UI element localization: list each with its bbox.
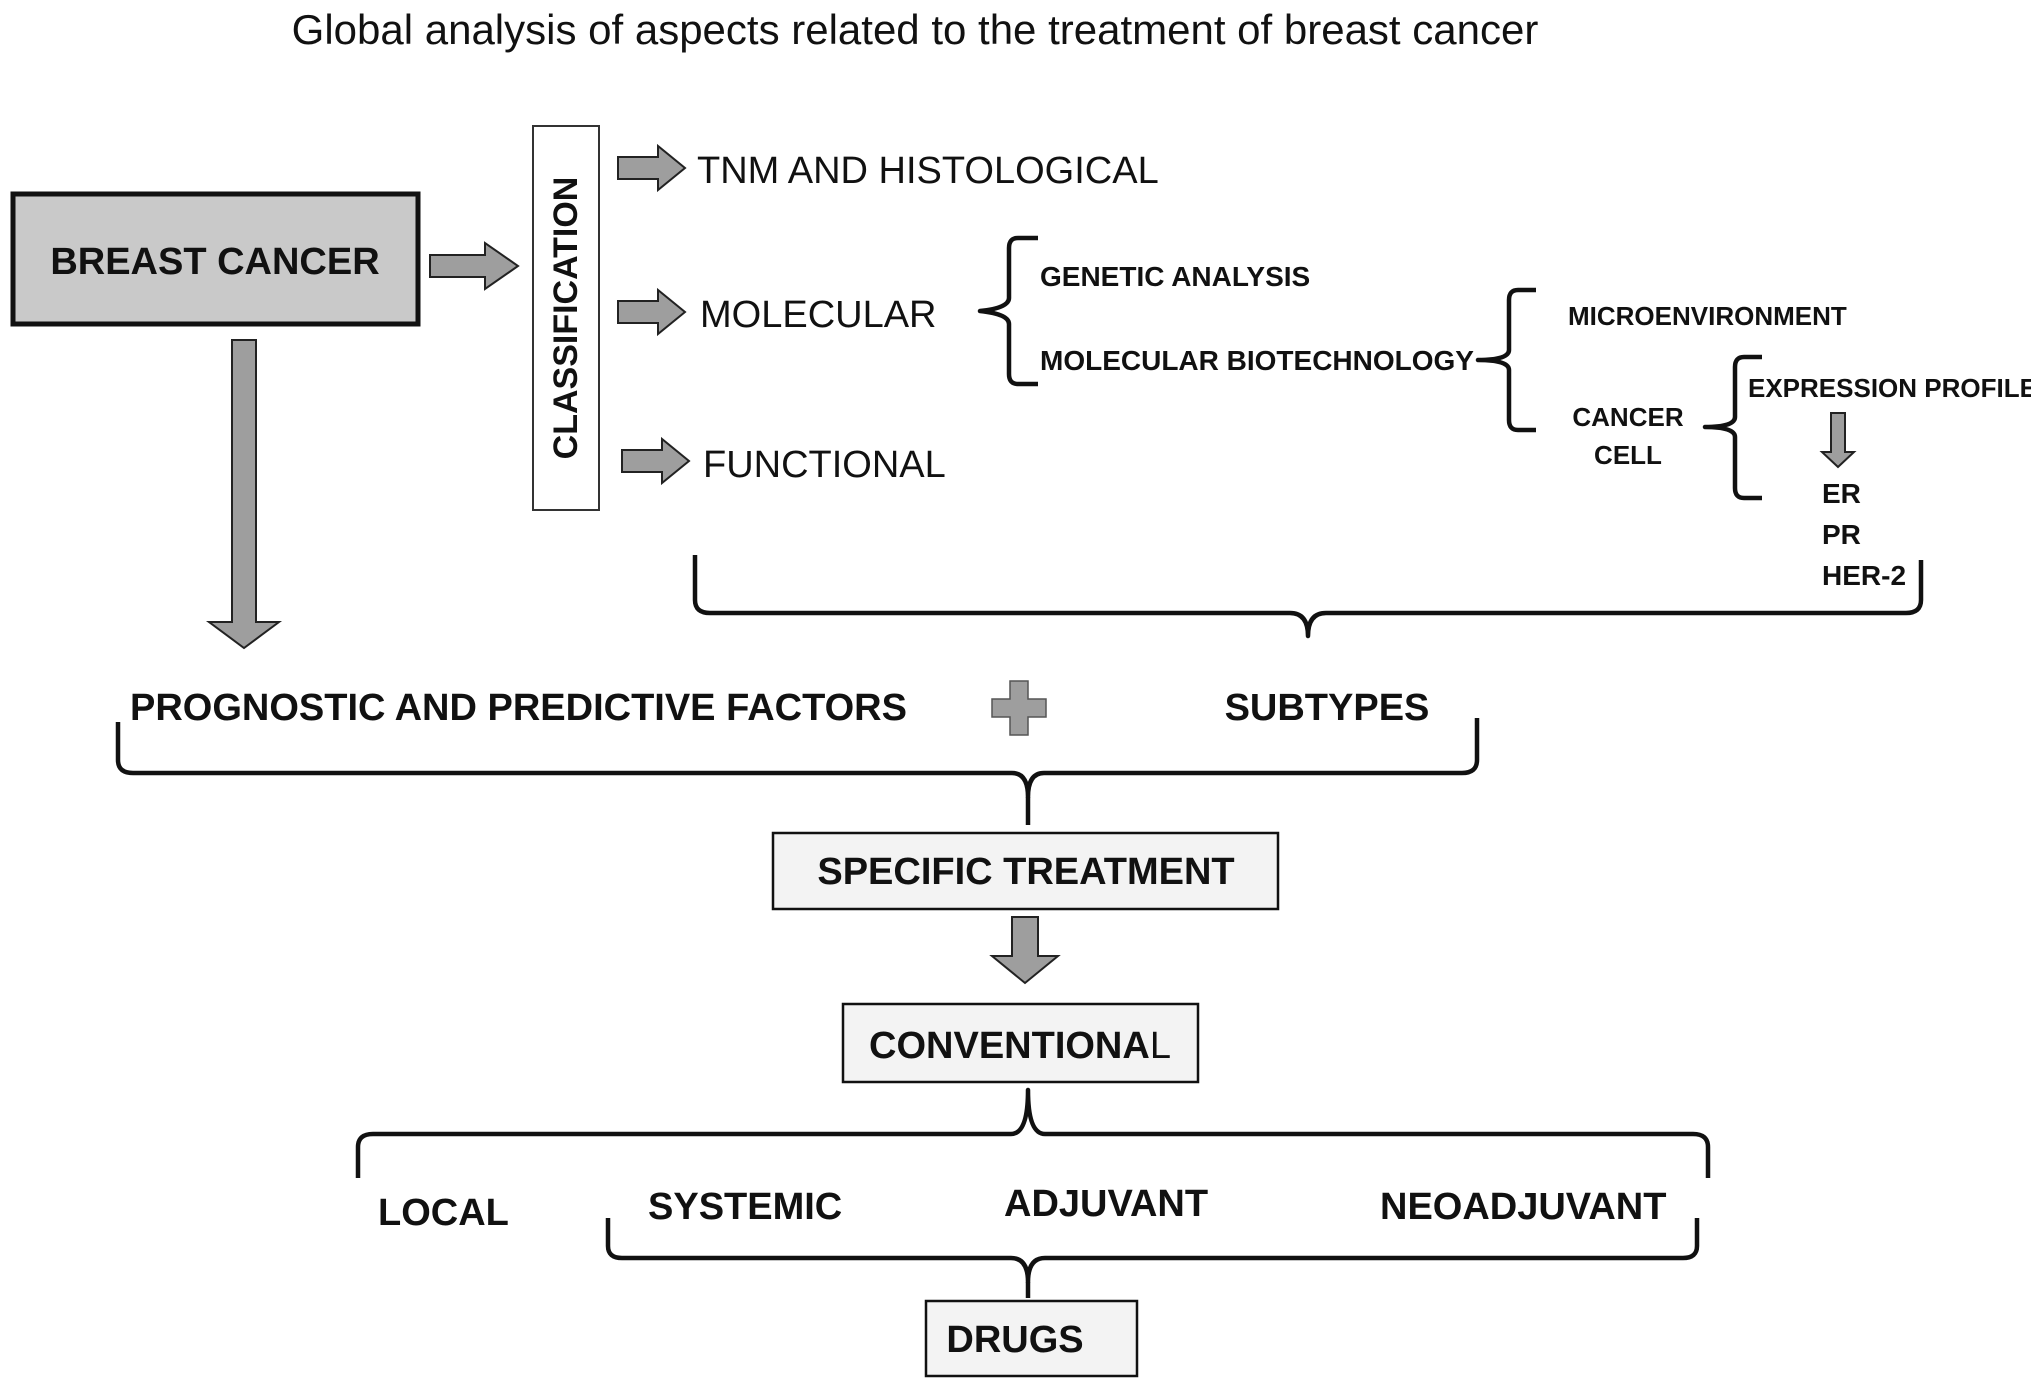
expression-profile-label: EXPRESSION PROFILE (1748, 373, 2031, 403)
classification-box (532, 125, 600, 511)
cell-label: CELL (1594, 440, 1662, 470)
cancer-cell-brace (1702, 354, 1762, 501)
cancer-label: CANCER (1572, 402, 1683, 432)
arrow-to-receptors (1819, 412, 1857, 469)
breast-cancer-label: BREAST CANCER (50, 241, 379, 283)
conventional-tail-text: L (1150, 1025, 1171, 1067)
arrow-to-conventional (989, 916, 1061, 985)
arrow-to-tnm (617, 143, 687, 193)
conventional-brace (355, 1087, 1711, 1178)
functional-label: FUNCTIONAL (703, 444, 946, 486)
subtypes-label: SUBTYPES (1225, 687, 1430, 729)
classification-brace (692, 555, 1924, 639)
conventional-label: CONVENTIONAL (869, 1025, 1171, 1067)
tnm-label: TNM AND HISTOLOGICAL (697, 150, 1159, 192)
arrow-to-classification (429, 241, 520, 291)
neoadjuvant-label: NEOADJUVANT (1380, 1186, 1666, 1228)
plus-icon (991, 680, 1047, 736)
prognostic-label: PROGNOSTIC AND PREDICTIVE FACTORS (130, 687, 907, 729)
molecular-brace (977, 235, 1038, 387)
merge-brace (115, 718, 1480, 800)
microenvironment-label: MICROENVIRONMENT (1568, 301, 1847, 331)
specific-treatment-box (771, 831, 1280, 911)
conventional-box (841, 1002, 1200, 1084)
arrow-to-molecular (617, 287, 687, 337)
classification-label: CLASSIFICATION (547, 177, 585, 460)
biotech-brace (1475, 287, 1536, 433)
her2-label: HER-2 (1822, 560, 1906, 591)
adjuvant-label: ADJUVANT (1004, 1183, 1208, 1225)
systemic-label: SYSTEMIC (648, 1186, 842, 1228)
molecular-label: MOLECULAR (700, 294, 937, 336)
breast-cancer-box (10, 191, 421, 327)
genetic-analysis-label: GENETIC ANALYSIS (1040, 261, 1310, 292)
local-label: LOCAL (378, 1192, 509, 1234)
specific-treatment-label: SPECIFIC TREATMENT (817, 851, 1234, 893)
drugs-box (924, 1299, 1139, 1378)
drugs-label: DRUGS (946, 1319, 1083, 1361)
er-label: ER (1822, 478, 1861, 509)
molecular-biotech-label: MOLECULAR BIOTECHNOLOGY (1040, 345, 1474, 376)
arrow-to-functional (621, 436, 691, 486)
pr-label: PR (1822, 519, 1861, 550)
arrow-to-prognostic (205, 339, 283, 650)
diagram-title: Global analysis of aspects related to th… (292, 6, 1539, 53)
conventional-main-text: CONVENTIONA (869, 1025, 1150, 1067)
